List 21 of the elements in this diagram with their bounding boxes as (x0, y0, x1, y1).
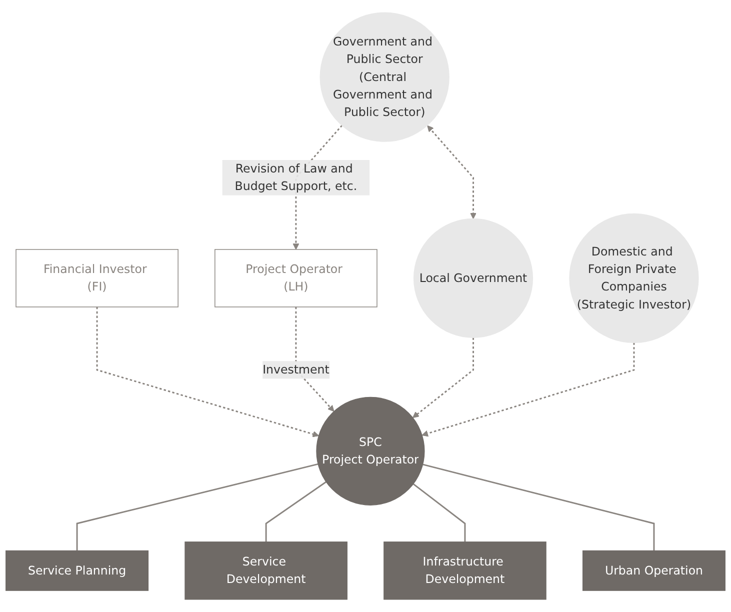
node-box: Service Development (184, 542, 348, 600)
arrow (412, 338, 474, 418)
node-circle: Local Government (413, 218, 534, 338)
arrow (422, 342, 635, 437)
node-box: Urban Operation (582, 550, 726, 591)
node-box: Service Planning (6, 550, 149, 591)
connector (412, 483, 466, 542)
arrow (96, 306, 320, 438)
edge-label: Investment (262, 362, 330, 377)
node-circle: Government and Public Sector (Central Government and Public Sector) (320, 12, 450, 142)
node-box: Financial Investor (FI) (16, 249, 178, 308)
arrow (295, 306, 334, 412)
node-circle: SPC Project Operator (316, 396, 425, 506)
connector (76, 463, 318, 551)
connector (422, 464, 655, 551)
node-circle: Domestic and Foreign Private Companies (Strategic Investor) (569, 213, 699, 344)
connector (265, 481, 327, 542)
node-box: Project Operator (LH) (214, 249, 378, 308)
node-box: Infrastructure Development (384, 542, 546, 600)
edge-label: Revision of Law and Budget Support, etc. (234, 161, 358, 194)
arrow (427, 125, 476, 220)
